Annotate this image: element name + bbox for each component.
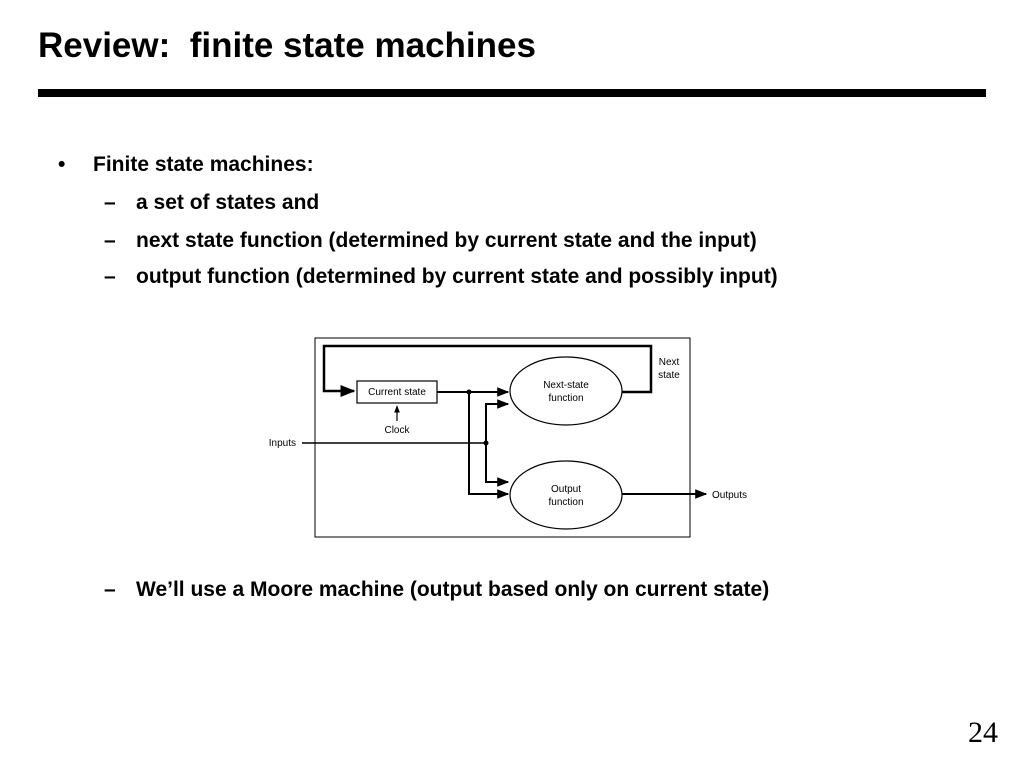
fsm-block-diagram: Current state Clock Inputs Next-state fu… [269,337,747,538]
sub-bullet-text: We’ll use a Moore machine (output based … [136,578,770,601]
output-function-ellipse [509,460,623,530]
sub-bullet-next-state-function: – next state function (determined by cur… [104,229,954,255]
current-state-label: Current state [368,387,426,398]
outputs-label: Outputs [712,490,747,501]
sub-bullet-marker: – [104,229,116,252]
feedback-loop-line [322,344,653,397]
sub-bullet-moore-machine: – We’ll use a Moore machine (output base… [104,578,954,604]
next-state-label-line2: state [658,370,680,381]
inputs-to-next-function-line [485,399,510,443]
sub-bullet-output-function: – output function (determined by current… [104,265,954,291]
sub-bullet-marker: – [104,265,116,288]
sub-bullet-marker: – [104,191,116,214]
page-number: 24 [968,716,998,749]
next-state-label-line1: Next [659,357,680,368]
slide-title: Review: finite state machines [38,26,536,65]
sub-bullet-marker: – [104,578,116,601]
sub-bullet-text: next state function (determined by curre… [136,229,757,252]
sub-bullet-text: output function (determined by current s… [136,265,778,288]
output-function-label-line2: function [548,497,583,508]
next-state-function-label-line1: Next-state [543,380,589,391]
bullet-marker: • [58,153,66,176]
state-junction-dot [466,389,472,395]
bullet-text: Finite state machines: [93,153,314,176]
inputs-label: Inputs [269,438,296,449]
sub-bullet-text: a set of states and [136,191,320,214]
inputs-to-output-function-line [485,443,510,487]
bullet-finite-state-machines: • Finite state machines: [58,153,758,179]
clock-label: Clock [384,425,410,436]
title-divider [38,89,986,97]
output-function-label-line1: Output [551,484,581,495]
sub-bullet-set-of-states: – a set of states and [104,191,904,217]
next-state-function-ellipse [509,356,623,426]
state-to-output-function-line [468,392,510,499]
diagram-frame [314,337,691,538]
next-state-function-label-line2: function [548,393,583,404]
